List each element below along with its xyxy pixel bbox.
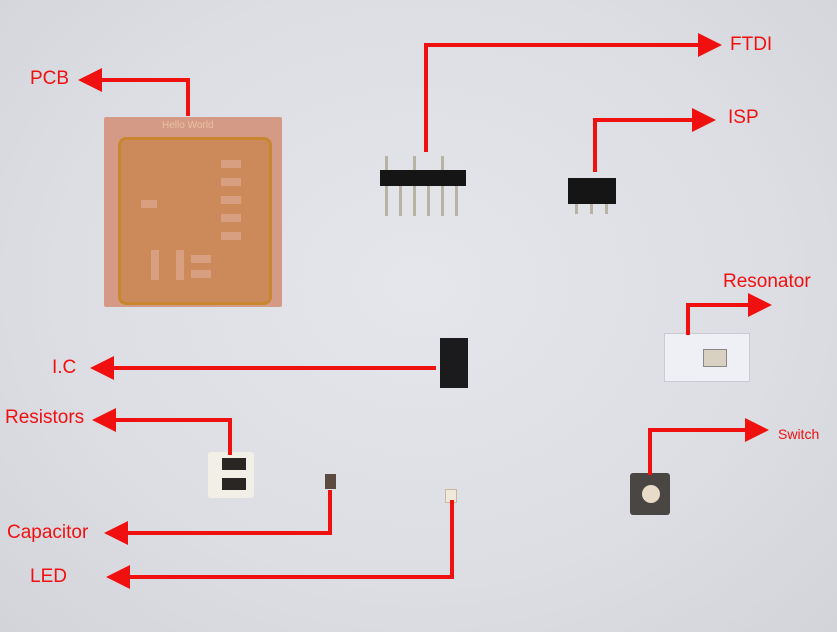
- switch: [630, 473, 670, 515]
- resonator: [664, 333, 750, 382]
- switch-arrow: [648, 418, 769, 475]
- label-capacitor: Capacitor: [7, 522, 89, 543]
- pcb-engraved-text: Hello World: [162, 120, 214, 131]
- pcb-traces: [118, 137, 272, 305]
- isp-arrow: [593, 108, 716, 172]
- led-arrow: [106, 500, 454, 589]
- label-resistors: Resistors: [5, 407, 85, 428]
- ftdi-arrow: [424, 33, 722, 152]
- pcb-arrow: [78, 68, 190, 116]
- label-ftdi: FTDI: [730, 34, 773, 55]
- label-pcb: PCB: [30, 68, 70, 89]
- capacitor-arrow: [104, 490, 332, 545]
- label-ic: I.C: [52, 357, 77, 378]
- resistors-arrow: [92, 408, 232, 455]
- label-resonator: Resonator: [723, 271, 811, 292]
- label-isp: ISP: [728, 107, 759, 128]
- resonator-arrow: [686, 293, 772, 335]
- label-led: LED: [30, 566, 67, 587]
- ic-chip: [440, 338, 468, 388]
- resistors: [208, 452, 254, 498]
- label-switch: Switch: [778, 426, 820, 442]
- capacitor: [325, 474, 336, 489]
- pcb-board: Hello World: [104, 117, 282, 307]
